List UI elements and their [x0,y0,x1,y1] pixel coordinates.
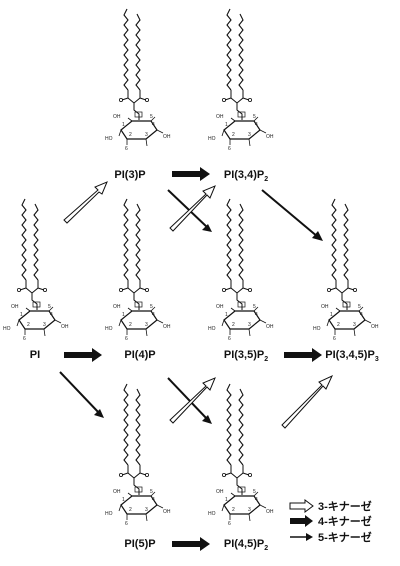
legend-item-5-kinase: 5-キナーゼ [290,530,372,544]
legend-item-3-kinase: 3-キナーゼ [289,499,372,513]
legend-item-4-kinase: 4-キナーゼ [290,514,372,528]
molecule-pi-structure [2,198,70,343]
label-pi3p: PI(3)P [114,169,145,181]
legend-label-4-kinase: 4-キナーゼ [318,514,372,528]
label-pi45p2: PI(4,5)P2 [224,538,268,552]
arrow-pi5p-to-pi45p2 [172,537,210,551]
molecule-pi3p-structure [104,8,172,153]
arrow-pi-to-pi4p [64,348,102,362]
legend: 3-キナーゼ 4-キナーゼ 5-キナーゼ [289,499,372,544]
label-pi35p2: PI(3,5)P2 [224,349,268,363]
arrow-pi-to-pi5p [59,371,104,418]
arrow-pi34p2-to-pi345p3 [261,189,323,241]
label-pi4p: PI(4)P [124,349,155,361]
legend-label-5-kinase: 5-キナーゼ [318,530,372,544]
label-pi34p2: PI(3,4)P2 [224,169,268,183]
molecule-pi34p2-structure [207,8,275,153]
molecule-pi45p2-structure [207,383,275,528]
arrow-pi35p2-to-pi345p3 [284,348,322,362]
arrow-pi45p2-to-pi345p3 [281,374,334,429]
arrow-pi4p-to-pi34p2 [169,185,216,232]
arrow-pi-to-pi3p [63,181,108,224]
arrow-pi3p-to-pi34p2 [172,167,210,181]
arrow-pi5p-to-pi35p2 [169,377,216,424]
label-pi5p: PI(5)P [124,538,155,550]
molecule-pi4p-structure [104,198,172,343]
label-pi345p3: PI(3,4,5)P3 [325,349,379,363]
molecule-pi35p2-structure [207,198,275,343]
arrow-pi4p-to-pi45p2 [167,377,212,424]
molecule-pi345p3-structure [312,198,380,343]
arrow-pi3p-to-pi35p2 [167,189,212,232]
molecule-pi5p-structure [104,383,172,528]
label-pi: PI [30,349,40,361]
legend-label-3-kinase: 3-キナーゼ [318,499,372,513]
